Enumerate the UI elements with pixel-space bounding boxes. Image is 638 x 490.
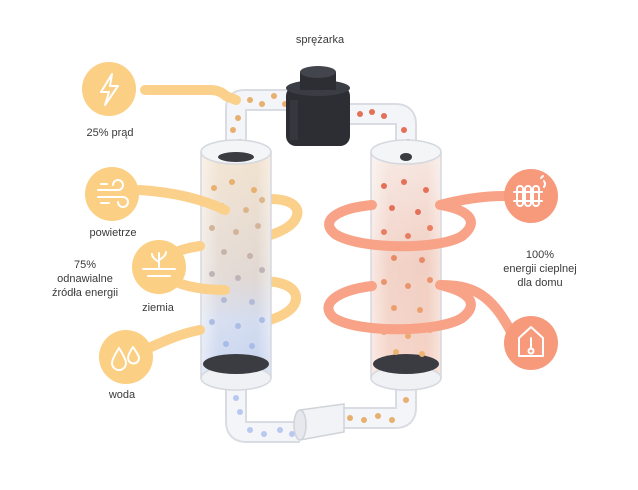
lightning-icon	[82, 62, 136, 116]
wind-icon	[85, 167, 139, 221]
water-label: woda	[108, 389, 136, 401]
water-drops-icon	[99, 330, 153, 384]
power-label: 25% prąd	[86, 127, 134, 139]
output-coil-front	[323, 191, 515, 335]
compressor	[286, 66, 350, 146]
refrigerant-pipes	[225, 89, 417, 443]
renewable-label: 75% odnawialne źródła energii	[51, 259, 119, 299]
radiator-icon	[504, 169, 558, 223]
ground-icon	[132, 240, 186, 294]
condenser-cylinder	[370, 139, 442, 391]
compressor-label: sprężarka	[295, 34, 345, 46]
evaporator-cylinder	[200, 139, 272, 391]
air-label: powietrze	[89, 227, 137, 239]
ground-label: ziemia	[142, 302, 174, 314]
evaporator-dots	[209, 179, 265, 349]
output-label: 100% energii cieplnej dla domu	[503, 249, 577, 289]
output-coil-back	[435, 200, 476, 323]
house-thermometer-icon	[504, 316, 558, 370]
expansion-valve	[293, 403, 345, 441]
